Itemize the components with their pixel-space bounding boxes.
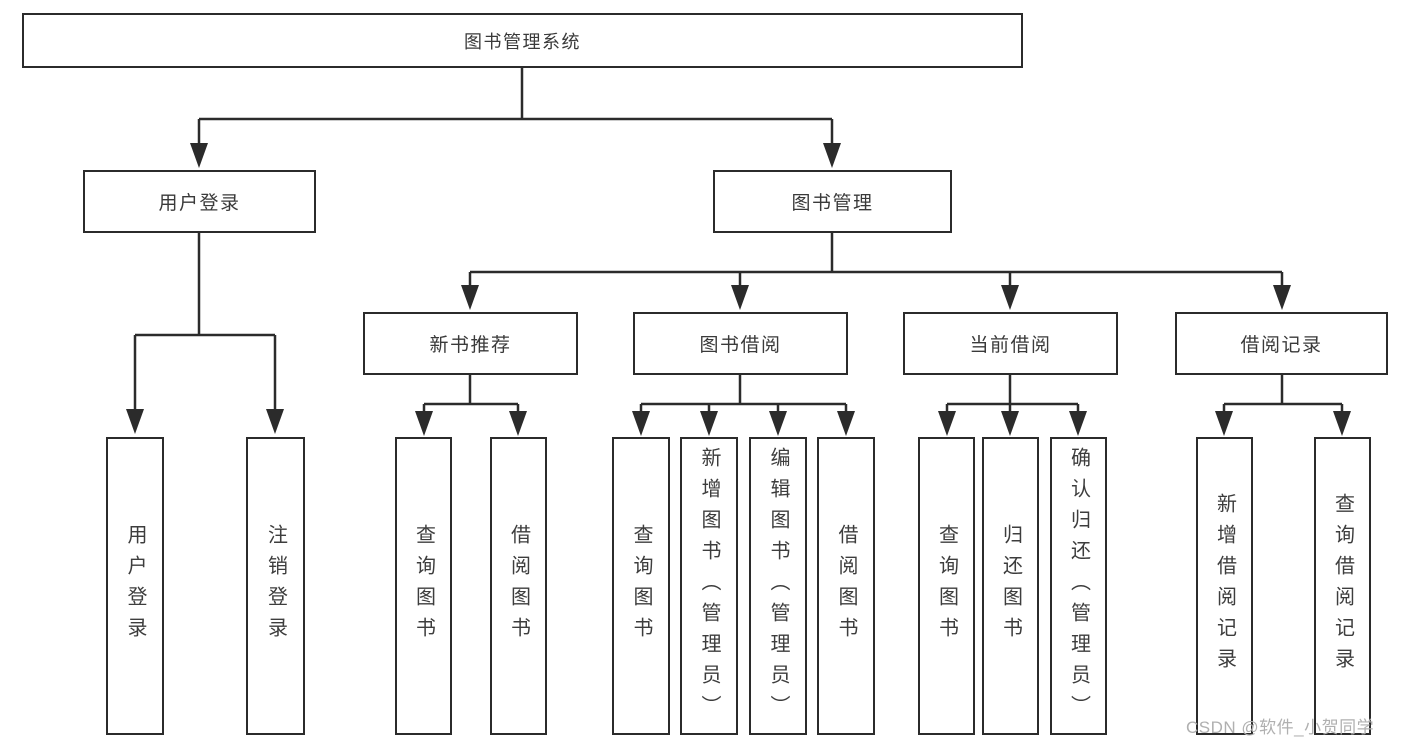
leaf-recommend-borrow-books: 借阅图书 (490, 437, 547, 735)
leaf-borrow-query-books: 查询图书 (612, 437, 670, 735)
node-book-management-label: 图书管理 (791, 193, 874, 214)
leaf-logout: 注销登录 (246, 437, 305, 735)
arrowheads (126, 143, 1351, 436)
leaf-current-query-books: 查询图书 (918, 437, 975, 735)
node-current-borrow-label: 当前借阅 (969, 335, 1052, 356)
node-new-book-recommend-label: 新书推荐 (429, 335, 512, 356)
node-borrow-records: 借阅记录 (1175, 312, 1388, 375)
node-borrow-records-label: 借阅记录 (1240, 335, 1323, 356)
leaf-user-login: 用户登录 (106, 437, 164, 735)
watermark: CSDN @软件_小贺同学 (1186, 718, 1375, 737)
leaf-add-books-admin: 新增图书（管理员） (680, 437, 738, 735)
leaf-add-borrow-record: 新增借阅记录 (1196, 437, 1253, 735)
node-book-management: 图书管理 (713, 170, 952, 233)
node-current-borrow: 当前借阅 (903, 312, 1118, 375)
leaf-query-borrow-record: 查询借阅记录 (1314, 437, 1371, 735)
leaf-edit-books-admin: 编辑图书（管理员） (749, 437, 807, 735)
node-user-login: 用户登录 (83, 170, 316, 233)
node-book-borrow-label: 图书借阅 (699, 335, 782, 356)
node-library-system: 图书管理系统 (22, 13, 1023, 68)
node-book-borrow: 图书借阅 (633, 312, 848, 375)
leaf-recommend-query-books: 查询图书 (395, 437, 452, 735)
node-new-book-recommend: 新书推荐 (363, 312, 578, 375)
node-user-login-label: 用户登录 (158, 193, 241, 214)
node-library-system-label: 图书管理系统 (464, 31, 581, 52)
leaf-borrow-borrow-books: 借阅图书 (817, 437, 875, 735)
leaf-confirm-return-admin: 确认归还（管理员） (1050, 437, 1107, 735)
leaf-return-books: 归还图书 (982, 437, 1039, 735)
